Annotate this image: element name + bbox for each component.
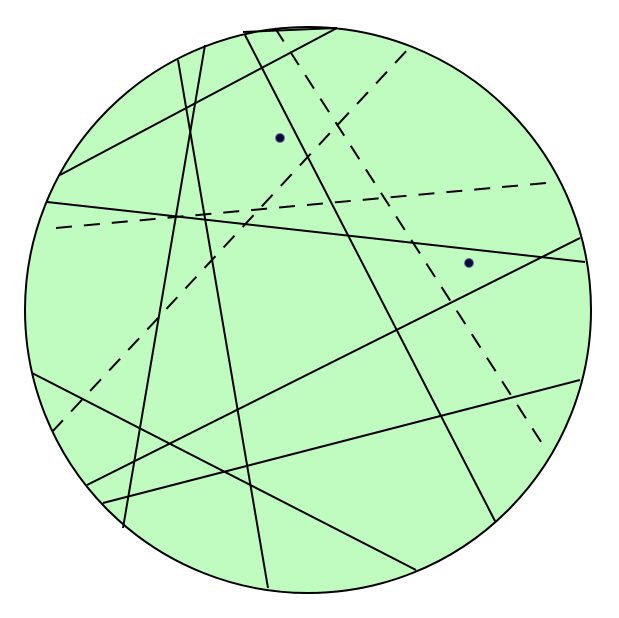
point-group bbox=[275, 133, 474, 268]
solid-chord-8 bbox=[102, 379, 581, 504]
marked-point-2 bbox=[464, 258, 474, 268]
solid-chord-7 bbox=[86, 237, 581, 486]
dashed-chord-2 bbox=[51, 46, 411, 433]
solid-chord-2 bbox=[46, 201, 586, 263]
solid-chord-5 bbox=[122, 44, 206, 529]
marked-point-1 bbox=[275, 133, 285, 143]
chord-group bbox=[31, 27, 586, 589]
disk-circle bbox=[24, 26, 592, 594]
solid-chord-9 bbox=[242, 27, 338, 33]
solid-chord-4 bbox=[177, 59, 269, 589]
solid-chord-6 bbox=[244, 34, 496, 522]
